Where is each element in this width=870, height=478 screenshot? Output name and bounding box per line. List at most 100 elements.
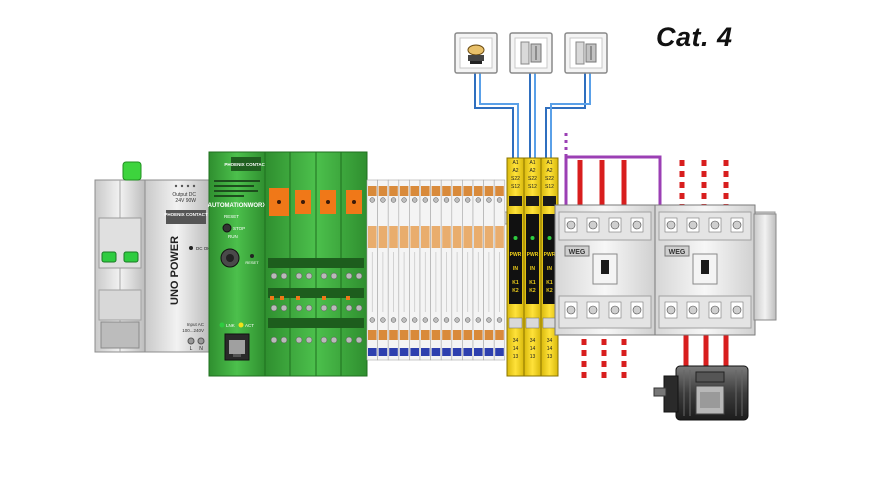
relay-status-label: K2 <box>529 288 536 294</box>
contactor-indicator-icon <box>601 260 609 274</box>
relay-bottom-terminal: 14 <box>530 346 536 352</box>
relay-status-label: K1 <box>529 280 536 286</box>
terminal-screw-icon <box>454 197 460 203</box>
terminal-screw-icon <box>390 317 397 323</box>
controller-series: AUTOMATIONWORX <box>208 203 267 209</box>
relay-bottom-terminal: 14 <box>547 346 553 352</box>
weg-logo-plate <box>564 245 590 257</box>
ps-output-label: Output DC <box>172 192 196 198</box>
terminal-screw-icon <box>422 317 428 323</box>
terminal-screw-icon <box>732 220 742 230</box>
terminal-screw-icon <box>710 305 720 315</box>
reset-button[interactable] <box>222 223 232 233</box>
terminal-screw-icon <box>688 220 698 230</box>
relay-led-icon <box>530 236 535 240</box>
terminal-screw-icon <box>632 305 642 315</box>
door-switch-icon[interactable] <box>509 32 553 74</box>
terminal-block <box>430 179 442 361</box>
controller-brand: PHOENIX CONTACT <box>224 162 267 167</box>
circuit-breaker[interactable] <box>94 161 146 353</box>
motor-icon <box>653 365 749 421</box>
relay-logo-icon <box>543 196 556 206</box>
weg-logo-plate <box>664 245 690 257</box>
relay-top-terminal: A1 <box>512 160 518 166</box>
door-switch-icon[interactable] <box>564 32 608 74</box>
terminal-block <box>387 179 400 361</box>
act-led-icon <box>238 322 244 328</box>
ps-terminal-l: L <box>190 346 193 352</box>
terminal-screw-icon <box>443 317 450 323</box>
terminal-screw-icon <box>486 197 492 203</box>
terminal-screw-icon <box>412 317 418 323</box>
terminal-screw-icon <box>610 220 620 230</box>
contactor: WEG <box>554 204 656 336</box>
terminal-block <box>398 179 410 361</box>
status-led-icon <box>250 254 254 258</box>
ps-product-name: UNO POWER <box>169 236 181 305</box>
relay-top-terminal: A2 <box>546 168 552 174</box>
lnk-led-icon <box>219 322 225 328</box>
terminal-screw-icon <box>422 197 428 203</box>
terminal-screw-icon <box>588 305 598 315</box>
terminal-screw-icon <box>433 197 439 203</box>
relay-bottom-terminal: 13 <box>513 354 519 360</box>
relay-top-terminal: A1 <box>529 160 535 166</box>
terminal-screw-icon <box>197 337 205 345</box>
relay-led-icon <box>513 236 518 240</box>
relay-bottom-terminal: 13 <box>530 354 536 360</box>
contactor-indicator-icon <box>701 260 709 274</box>
relay-status-label: IN <box>513 266 518 272</box>
relay-top-terminal: S22 <box>528 176 537 182</box>
relay-top-terminal: S12 <box>511 184 520 190</box>
terminal-block <box>419 179 431 361</box>
terminal-screw-icon <box>465 317 471 323</box>
relay-status-label: IN <box>547 266 552 272</box>
relay-top-terminal: S12 <box>545 184 554 190</box>
controller-lnk: LNK <box>226 323 235 328</box>
relay-top-terminal: S22 <box>545 176 554 182</box>
terminal-screw-icon <box>412 197 418 203</box>
terminal-screw-icon <box>401 317 407 323</box>
terminal-block <box>462 179 474 361</box>
terminal-block <box>483 179 495 361</box>
ps-input-label: Input AC <box>187 322 205 327</box>
power-supply: Output DC 24V 90W PHOENIX CONTACT DC OK … <box>144 179 210 353</box>
relay-status-label: PWR <box>527 252 539 258</box>
ps-dc-ok: DC OK <box>196 246 210 251</box>
terminal-blocks <box>366 179 506 361</box>
relay-logo-icon <box>526 196 539 206</box>
ps-input-rating: 100...240V <box>182 328 204 333</box>
terminal-screw-icon <box>486 317 492 323</box>
terminal-block <box>377 179 389 361</box>
relay-bottom-terminal: 14 <box>513 346 519 352</box>
terminal-screw-icon <box>666 305 676 315</box>
category-label: Cat. 4 <box>656 22 733 52</box>
terminal-block <box>493 179 506 361</box>
terminal-block <box>472 179 484 361</box>
relay-status-label: K2 <box>512 288 519 294</box>
end-bracket <box>753 213 777 321</box>
terminal-screw-icon <box>369 317 375 323</box>
ps-brand: PHOENIX CONTACT <box>164 212 207 217</box>
terminal-screw-icon <box>475 317 481 323</box>
terminal-screw-icon <box>390 197 397 203</box>
relay-top-terminal: A2 <box>529 168 535 174</box>
terminal-screw-icon <box>465 197 471 203</box>
relay-status-label: PWR <box>510 252 522 258</box>
controller-reset-2: RESET <box>245 260 259 265</box>
relay-status-label: IN <box>530 266 535 272</box>
relay-status-label: K1 <box>512 280 519 286</box>
controller-module: PHOENIX CONTACT AUTOMATIONWORX RESET STO… <box>208 151 268 377</box>
terminal-screw-icon <box>401 197 407 203</box>
controller-stop: STOP <box>233 226 245 231</box>
terminal-screw-icon <box>632 220 642 230</box>
relay-status-label: PWR <box>544 252 556 258</box>
dc-ok-led-icon <box>189 246 193 250</box>
terminal-block <box>366 179 378 361</box>
terminal-block <box>451 179 463 361</box>
terminal-screw-icon <box>380 197 386 203</box>
emergency-stop-icon[interactable] <box>454 32 498 74</box>
breaker-toggle-icon <box>122 161 142 181</box>
